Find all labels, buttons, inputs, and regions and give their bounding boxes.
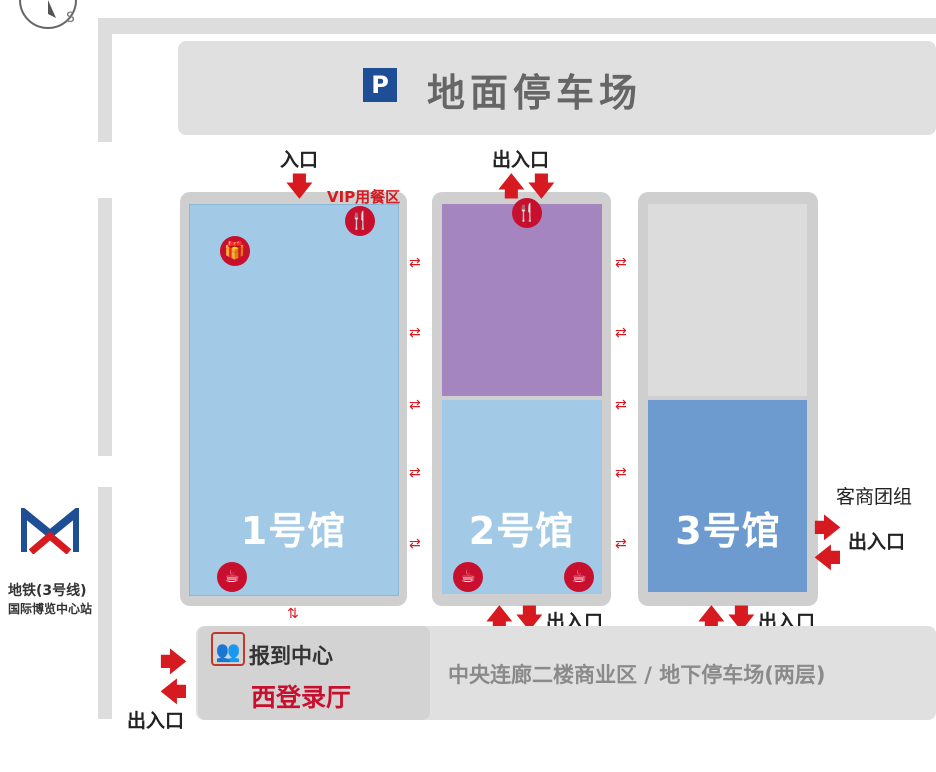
north-road [98,18,936,34]
registration-center-label: 报到中心 [249,644,333,668]
west-exit-label: 出入口 [127,710,185,732]
connector-arrow: ⇄ [409,536,421,552]
hall-2-label: 2号馆 [468,509,575,553]
connector-arrow: ⇄ [615,397,627,413]
hall-3[interactable]: 3号馆 [638,192,818,606]
connector-arrow: ⇄ [615,255,627,271]
entry-arrow-left: 🡄 [814,544,841,574]
west-road-mid [98,198,112,456]
connector-arrow: ⇄ [409,255,421,271]
exit-arrow-right: 🡆 [814,514,841,544]
connector-arrow: ⇄ [409,397,421,413]
hall-3-upper-zone [648,204,807,396]
west-road-south [98,487,112,719]
parking-lot [178,41,936,135]
subway-station-label: 国际博览中心站 [8,602,93,616]
connector-arrow: ⇄ [409,325,421,341]
fork-knife-icon: 🍴 [512,198,542,228]
compass-label: S [66,10,75,26]
connector-arrow: ⇄ [615,465,627,481]
coffee-cup-icon: ☕ [453,562,483,592]
hall-2-upper-zone [442,204,602,396]
west-registration-hall[interactable] [198,626,430,720]
exit-arrow-left: 🡄 [160,678,187,708]
hall-2-lower-zone [442,400,602,594]
metro-logo-icon [21,508,79,554]
group-visitors-label: 客商团组 [836,486,913,508]
corridor-label: 中央连廊二楼商业区 / 地下停车场(两层) [448,663,826,687]
reception-icon: 👥 [211,632,245,666]
hall-3-lower-zone [648,400,807,592]
hall-1-entrance-label: 入口 [280,149,319,171]
parking-label: 地面停车场 [427,71,643,115]
coffee-cup-icon: ☕ [564,562,594,592]
vip-dining-label: VIP用餐区 [327,188,401,206]
hall-1-floor [189,204,399,596]
entrance-arrow: 🡇 [286,172,313,202]
subway-line-label: 地铁(3号线) [8,583,87,599]
hall-2[interactable]: 2号馆 [432,192,611,606]
fork-knife-icon: 🍴 [345,206,375,236]
coffee-cup-icon: ☕ [217,562,247,592]
west-registration-hall-label: 西登录厅 [251,683,352,712]
west-road-north [98,18,112,142]
hall-1-south-connector: ⇅ [287,606,299,622]
entry-arrow-right: 🡆 [160,648,187,678]
connector-arrow: ⇄ [409,465,421,481]
compass [19,0,77,29]
gift-icon: 🎁 [220,236,250,266]
parking-icon: P [363,68,397,102]
connector-arrow: ⇄ [615,536,627,552]
connector-arrow: ⇄ [615,325,627,341]
hall-2-top-exit-label: 出入口 [492,149,550,171]
hall-1-label: 1号馆 [240,509,347,553]
hall-3-label: 3号馆 [675,509,781,553]
entry-arrow-down: 🡇 [528,172,555,202]
hall-1[interactable]: 1号馆 [180,192,407,606]
exit-arrow-up: 🡅 [498,172,525,202]
hall-3-side-exit-label: 出入口 [848,531,906,553]
